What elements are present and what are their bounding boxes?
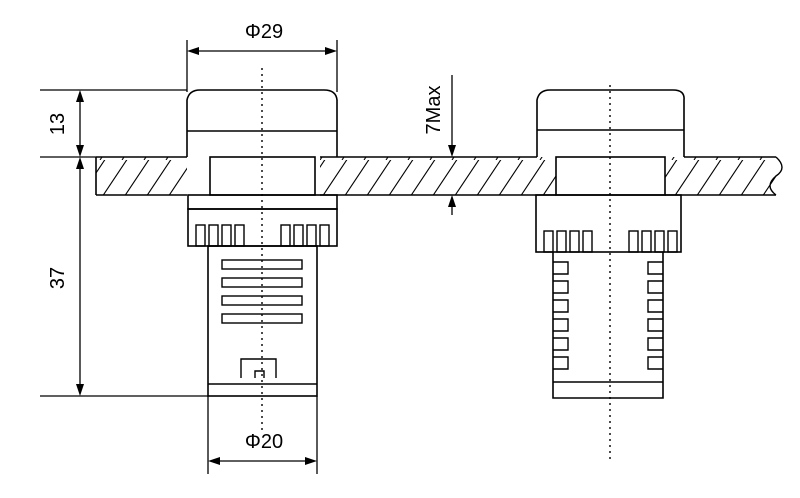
cap-left bbox=[186, 89, 338, 157]
panel-segment-mid bbox=[320, 157, 556, 195]
panel-break-line bbox=[769, 156, 783, 196]
indicator-right bbox=[535, 89, 685, 399]
dim-panel-max: 7Max bbox=[423, 86, 445, 135]
ribs-right bbox=[553, 261, 663, 370]
dim-cap-height: 13 bbox=[47, 113, 69, 135]
nut-left bbox=[187, 208, 338, 247]
dim-bottom-width: Φ20 bbox=[245, 431, 283, 453]
body-right bbox=[552, 252, 664, 399]
dim-top-width: Φ29 bbox=[245, 21, 283, 43]
centerlines bbox=[261, 68, 611, 460]
nut-right bbox=[535, 194, 682, 253]
teeth-right bbox=[543, 230, 678, 253]
dim-body-length: 37 bbox=[47, 267, 69, 289]
panel-segment-right bbox=[665, 157, 776, 195]
cap-right bbox=[536, 89, 685, 157]
panel bbox=[95, 156, 783, 196]
dimension-lines bbox=[40, 40, 456, 474]
body-left bbox=[207, 245, 318, 397]
panel-segment-left bbox=[96, 157, 187, 195]
latch-left bbox=[240, 358, 277, 378]
